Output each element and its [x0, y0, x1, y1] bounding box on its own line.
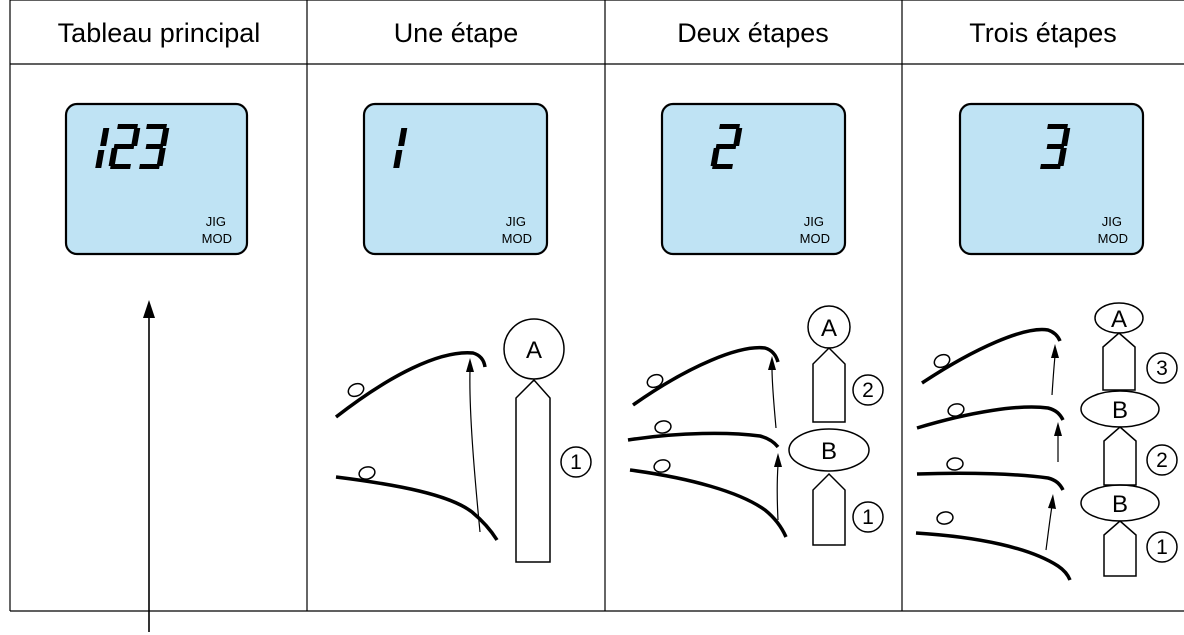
lift-arrowhead: [768, 356, 776, 370]
lcd-digits: [710, 124, 743, 169]
lcd-label-mod: MOD: [502, 231, 532, 246]
lcd-label-mod: MOD: [800, 231, 830, 246]
header-one-stage: Une étape: [394, 18, 519, 48]
step-number: 2: [1156, 449, 1168, 472]
lcd-label-jig: JIG: [206, 214, 226, 229]
header-main-panel: Tableau principal: [58, 18, 261, 48]
fabric-mark: [946, 457, 964, 471]
lcd-screen: [362, 102, 549, 256]
lcd-display-two: JIG MOD: [660, 102, 847, 256]
fabric-mark: [358, 466, 376, 480]
lift-arrow: [771, 367, 777, 429]
fabric-curve: [631, 345, 780, 407]
header-three-stages: Trois étapes: [969, 18, 1117, 48]
three-stage-illustration: [915, 302, 1178, 581]
fabric-mark: [347, 382, 365, 398]
lcd-screen: [660, 102, 847, 256]
step-number-circle: [852, 501, 884, 533]
lcd-screen: [958, 102, 1145, 256]
one-stage-illustration: [334, 318, 592, 563]
lift-arrow: [1045, 505, 1053, 551]
step-bar: [1103, 426, 1137, 486]
lcd-screen: [64, 102, 249, 256]
stage-letter: A: [526, 337, 542, 364]
fabric-mark: [654, 420, 672, 434]
lcd-digits: [95, 124, 170, 169]
fabric-mark: [936, 511, 954, 525]
stage-ellipse-b: [788, 428, 870, 472]
fabric-curve: [335, 475, 499, 541]
lift-arrowhead: [466, 358, 474, 372]
fabric-mark: [947, 403, 965, 417]
lcd-label-mod: MOD: [202, 231, 232, 246]
header-two-stages: Deux étapes: [677, 18, 829, 48]
lcd-digits: [393, 128, 408, 168]
fabric-mark: [933, 353, 951, 369]
lift-arrowhead: [1054, 422, 1062, 436]
step-number-circle: [1146, 444, 1178, 476]
lcd-display-main: JIG MOD: [64, 102, 249, 256]
step-number: 3: [1156, 357, 1168, 380]
pointer-arrow: [143, 300, 155, 632]
stage-letter: B: [1112, 491, 1128, 518]
step-number: 2: [862, 379, 874, 402]
lcd-digits: [1040, 124, 1071, 169]
fabric-curve: [629, 468, 788, 538]
lift-arrowhead: [1051, 344, 1059, 358]
fabric-curve: [627, 431, 780, 449]
step-bar: [515, 378, 551, 563]
lcd-display-three: JIG MOD: [958, 102, 1145, 256]
fabric-mark: [646, 373, 664, 389]
step-number-circle: [560, 446, 592, 478]
lcd-label-mod: MOD: [1098, 231, 1128, 246]
step-number: 1: [570, 451, 582, 474]
fabric-curve: [915, 531, 1072, 581]
stage-letter: A: [1111, 306, 1127, 333]
lcd-label-jig: JIG: [804, 214, 824, 229]
step-number-circle: [1146, 352, 1178, 384]
lcd-display-one: JIG MOD: [362, 102, 549, 256]
fabric-mark: [653, 459, 671, 473]
lift-arrowhead: [774, 453, 782, 467]
step-number-circle: [1146, 531, 1178, 563]
lcd-label-jig: JIG: [506, 214, 526, 229]
lcd-label-jig: JIG: [1102, 214, 1122, 229]
step-number-circle: [852, 374, 884, 406]
table-frame: [9, 0, 1184, 612]
step-bar: [1103, 520, 1137, 577]
stage-letter: A: [821, 315, 837, 342]
step-number: 1: [1156, 536, 1168, 559]
stage-letter: B: [821, 438, 837, 465]
step-bar: [1102, 332, 1136, 391]
fabric-curve: [916, 471, 1065, 491]
lift-arrowhead: [1048, 494, 1056, 509]
lift-arrow: [1051, 355, 1056, 396]
step-number: 1: [862, 506, 874, 529]
fabric-curve: [921, 327, 1062, 385]
step-bar: [812, 346, 846, 423]
two-stage-illustration: [627, 305, 884, 546]
lift-arrow: [776, 464, 779, 521]
fabric-curve: [916, 405, 1065, 430]
lift-arrow: [469, 369, 481, 533]
stage-letter: B: [1112, 397, 1128, 424]
fabric-curve: [334, 351, 487, 419]
step-bar: [812, 472, 846, 546]
